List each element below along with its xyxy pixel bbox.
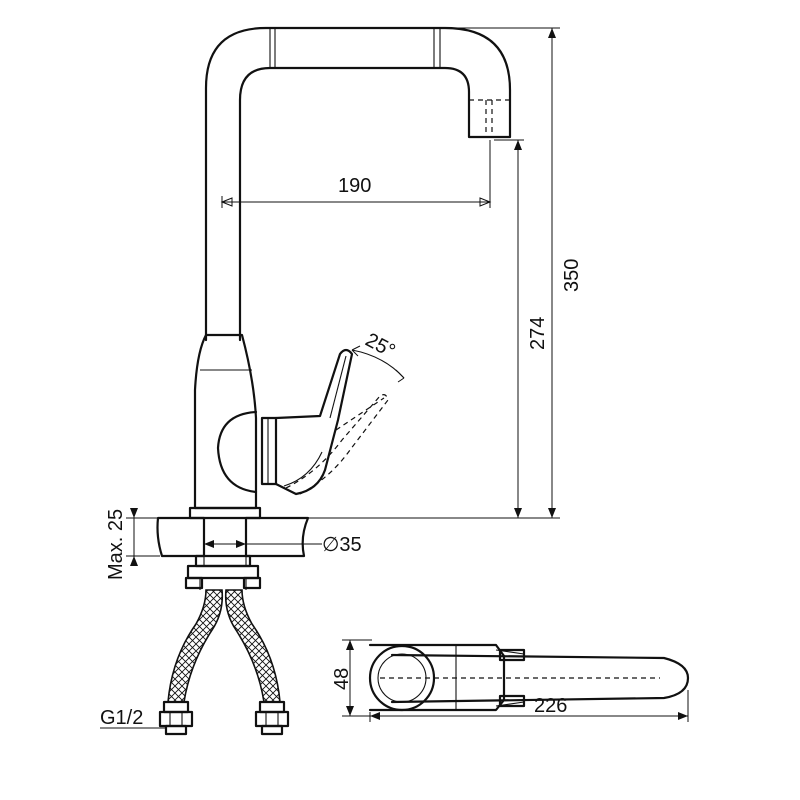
faucet-body (193, 333, 258, 510)
connection-label: G1/2 (100, 707, 143, 729)
mounting-nut (186, 564, 260, 580)
lever-length-label: 226 (534, 695, 567, 717)
total-height-label: 350 (561, 259, 583, 292)
hose-right (224, 589, 281, 703)
hose-left (167, 589, 224, 703)
lever-collar (260, 416, 278, 486)
lever-rotated-ghost (285, 394, 389, 495)
reach-label: 190 (338, 175, 371, 197)
lever-handle (274, 348, 354, 496)
countertop-right (244, 516, 310, 558)
cartridge-housing (216, 410, 258, 494)
flex-hoses (158, 589, 290, 736)
top-view-lever (390, 653, 690, 704)
faucet-side-view: 25° (188, 26, 512, 520)
base-width-label: 48 (331, 668, 353, 690)
top-view: 48 226 (331, 639, 690, 722)
max-thickness-label: Max. 25 (105, 509, 127, 580)
spout-height-label: 274 (527, 317, 549, 350)
hose-fitting-right (258, 700, 286, 714)
dimension-lines: 190 350 274 Max. 25 ∅35 G1/2 (100, 27, 583, 729)
hole-diameter-label: ∅35 (322, 534, 362, 556)
spout-tube (204, 26, 512, 342)
countertop-left (156, 516, 206, 558)
base-flange (188, 506, 262, 520)
hose-fitting-left (162, 700, 190, 714)
angle-label: 25° (362, 329, 399, 363)
countertop-section (156, 516, 310, 590)
